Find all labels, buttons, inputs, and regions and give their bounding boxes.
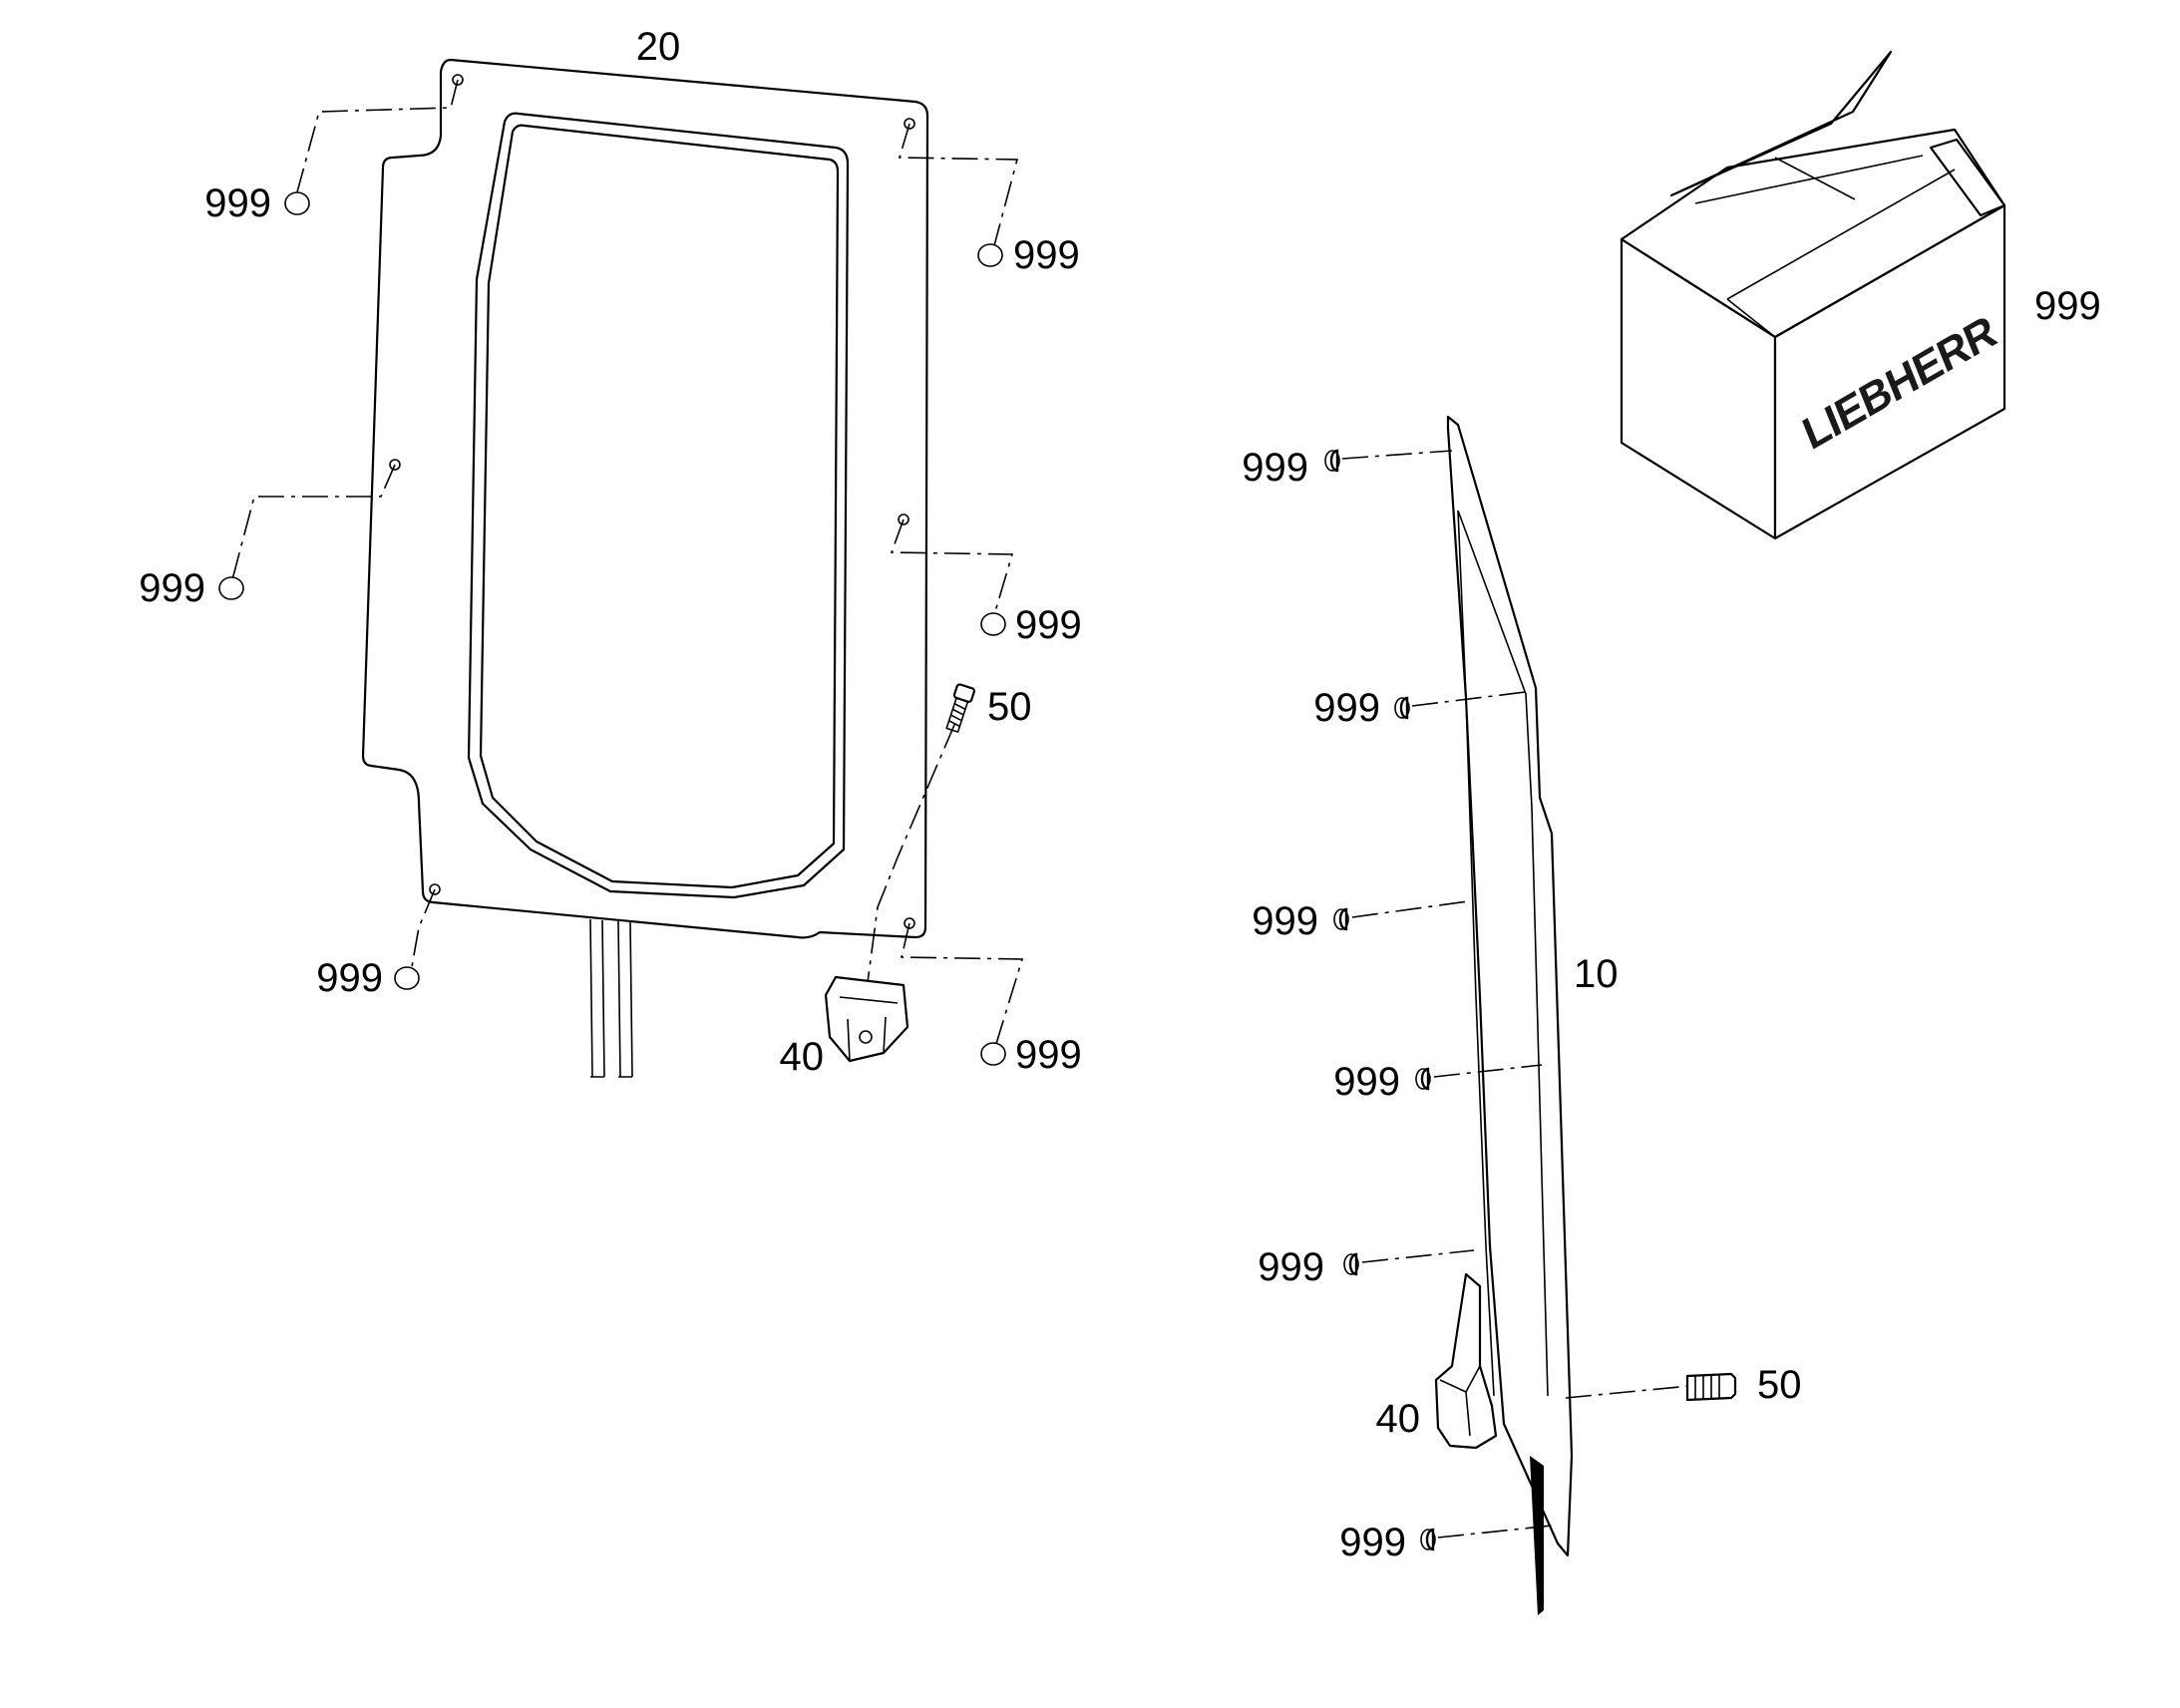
plug xyxy=(1343,1252,1359,1276)
plug xyxy=(1415,1067,1431,1091)
callout-plug: 999 xyxy=(1339,1521,1406,1564)
callout-part-40: 40 xyxy=(780,1035,825,1079)
window-pane-front-view: 20 999 999 999 999 50 999 40 999 xyxy=(139,25,1082,1079)
window-panel-outline xyxy=(361,58,929,939)
window-seal-outer xyxy=(467,112,850,899)
package-box: LIEBHERR 999 xyxy=(1620,50,2101,540)
leader-line xyxy=(1341,450,1453,460)
plug xyxy=(980,612,1006,636)
hinge-bracket xyxy=(1434,1272,1498,1450)
leader-line xyxy=(230,464,396,584)
callout-part-20: 20 xyxy=(636,25,681,69)
plug xyxy=(1324,449,1340,473)
leader-line xyxy=(1565,1385,1690,1399)
leader-line xyxy=(1433,1064,1543,1078)
callout-plug: 999 xyxy=(1258,1245,1324,1289)
callout-part-10: 10 xyxy=(1574,952,1619,996)
leader-line xyxy=(410,888,436,973)
weather-strip xyxy=(589,918,633,1078)
plug xyxy=(284,191,310,215)
callout-plug: 999 xyxy=(139,566,205,610)
plug xyxy=(1420,1528,1436,1551)
callout-part-40: 40 xyxy=(1376,1397,1421,1441)
callout-part-50: 50 xyxy=(1757,1363,1802,1407)
plug xyxy=(1333,907,1349,931)
leader-line xyxy=(1437,1525,1553,1538)
plug xyxy=(218,576,244,600)
callout-plug: 999 xyxy=(1013,233,1080,277)
leader-line xyxy=(900,922,1024,1048)
leader-line xyxy=(1411,691,1527,707)
side-glass-edge xyxy=(1457,510,1549,1397)
callout-plug: 999 xyxy=(1252,899,1318,943)
callout-package: 999 xyxy=(2034,284,2101,328)
plug xyxy=(977,243,1003,267)
bolt xyxy=(1685,1372,1737,1402)
plug xyxy=(394,966,420,990)
leader-line xyxy=(890,518,1014,619)
window-seal-inner xyxy=(479,124,840,889)
callout-plug: 999 xyxy=(316,956,383,1000)
plug xyxy=(1394,696,1410,720)
callout-plug: 999 xyxy=(1015,603,1082,647)
leader-line xyxy=(1361,1249,1475,1263)
leader-line xyxy=(898,123,1019,250)
callout-plug: 999 xyxy=(1333,1060,1400,1104)
window-pane-side-view: 999 999 999 10 999 999 40 50 999 xyxy=(1242,415,1802,1615)
leader-line xyxy=(865,717,958,998)
leader-line xyxy=(1351,900,1469,918)
bolt xyxy=(945,683,975,733)
callout-plug: 999 xyxy=(1242,446,1308,490)
callout-part-50: 50 xyxy=(987,685,1032,729)
callout-plug: 999 xyxy=(204,181,271,225)
hinge-bracket xyxy=(824,975,909,1063)
callout-plug: 999 xyxy=(1313,686,1380,730)
seal-strip xyxy=(1530,1456,1544,1615)
plug xyxy=(980,1042,1006,1066)
callout-plug: 999 xyxy=(1015,1033,1082,1077)
leader-line xyxy=(294,79,459,200)
